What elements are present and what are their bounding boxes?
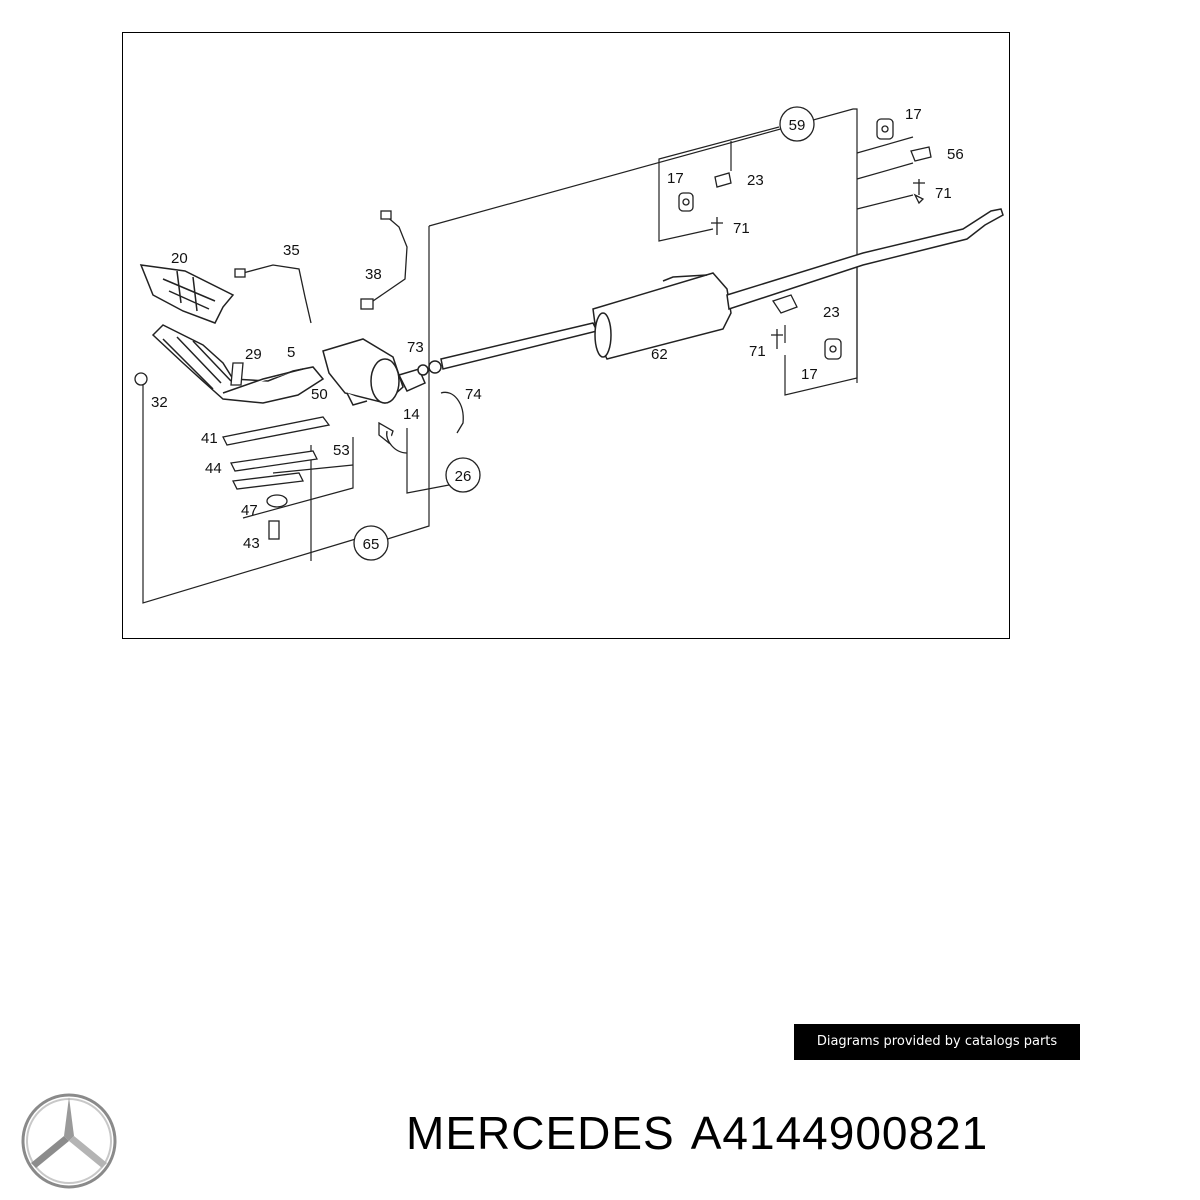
exhaust-manifold xyxy=(139,264,325,404)
label-74: 74 xyxy=(465,386,482,403)
label-23-bottom: 23 xyxy=(823,304,840,321)
brackets xyxy=(134,362,464,540)
exhaust-system-diagram: 59 17 56 71 17 23 71 20 35 38 29 5 73 62… xyxy=(122,32,1010,639)
label-59: 59 xyxy=(789,117,806,134)
label-17-bottom: 17 xyxy=(801,366,818,383)
label-62: 62 xyxy=(651,346,668,363)
label-56: 56 xyxy=(947,146,964,163)
rear-muffler xyxy=(592,208,1004,360)
label-35: 35 xyxy=(283,242,300,259)
label-50: 50 xyxy=(311,386,328,403)
label-5: 5 xyxy=(287,344,295,361)
catalytic-converter xyxy=(322,338,426,406)
label-32: 32 xyxy=(151,394,168,411)
label-14: 14 xyxy=(403,406,420,423)
label-47: 47 xyxy=(241,502,258,519)
label-71-mid: 71 xyxy=(733,220,750,237)
label-26: 26 xyxy=(455,468,472,485)
label-41: 41 xyxy=(201,430,218,447)
label-71-top: 71 xyxy=(935,185,952,202)
diagram-credit-banner: Diagrams provided by catalogs parts xyxy=(794,1024,1080,1060)
exhaust-parts-drawing: 59 17 56 71 17 23 71 20 35 38 29 5 73 62… xyxy=(134,106,1004,604)
part-labels: 59 17 56 71 17 23 71 20 35 38 29 5 73 62… xyxy=(151,106,964,553)
label-65: 65 xyxy=(363,536,380,553)
label-73: 73 xyxy=(407,339,424,356)
label-44: 44 xyxy=(205,460,222,477)
reference-circles xyxy=(353,106,815,561)
label-53: 53 xyxy=(333,442,350,459)
label-20: 20 xyxy=(171,250,188,267)
label-23-top: 23 xyxy=(747,172,764,189)
leader-lines xyxy=(142,108,914,604)
label-29: 29 xyxy=(245,346,262,363)
label-43: 43 xyxy=(243,535,260,552)
brand-name: MERCEDES xyxy=(406,1107,675,1159)
label-17-mid: 17 xyxy=(667,170,684,187)
label-38: 38 xyxy=(365,266,382,283)
label-71-bottom: 71 xyxy=(749,343,766,360)
part-title: MERCEDES A4144900821 xyxy=(406,1106,1004,1160)
exhaust-pipe xyxy=(417,322,599,376)
label-17-top: 17 xyxy=(905,106,922,123)
mercedes-star-icon xyxy=(21,1093,117,1189)
mounting-parts xyxy=(678,118,932,360)
part-number: A4144900821 xyxy=(690,1107,989,1159)
oxygen-sensors xyxy=(234,210,408,324)
